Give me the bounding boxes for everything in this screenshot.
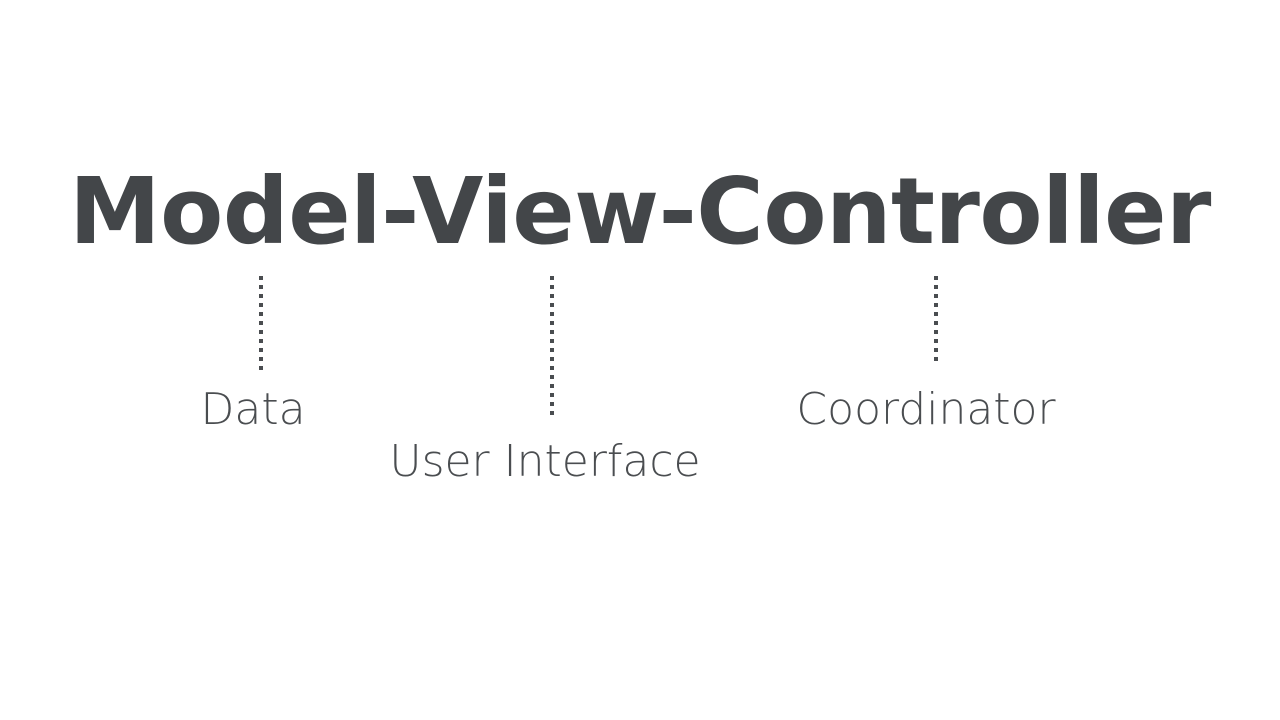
- view-connector-line: [550, 276, 554, 420]
- page-title: Model-View-Controller: [69, 158, 1211, 265]
- model-connector-line: [259, 276, 263, 370]
- controller-connector-line: [934, 276, 938, 366]
- model-definition-label: Data: [200, 384, 306, 435]
- view-definition-label: User Interface: [389, 436, 701, 487]
- controller-definition-label: Coordinator: [796, 384, 1056, 435]
